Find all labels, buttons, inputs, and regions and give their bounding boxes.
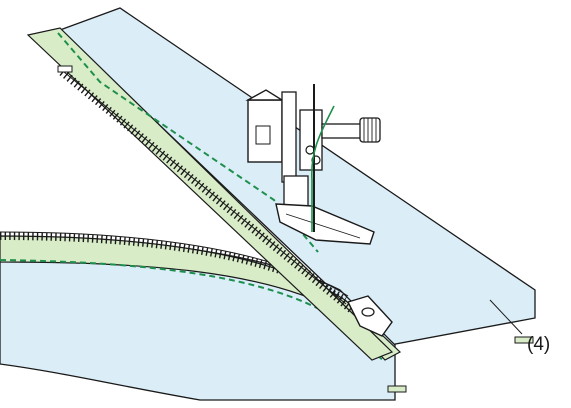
zipper-end-stop-bottom xyxy=(388,386,406,392)
callout-label-4: (4) xyxy=(527,334,550,356)
zipper-end-stop-top xyxy=(58,66,72,72)
